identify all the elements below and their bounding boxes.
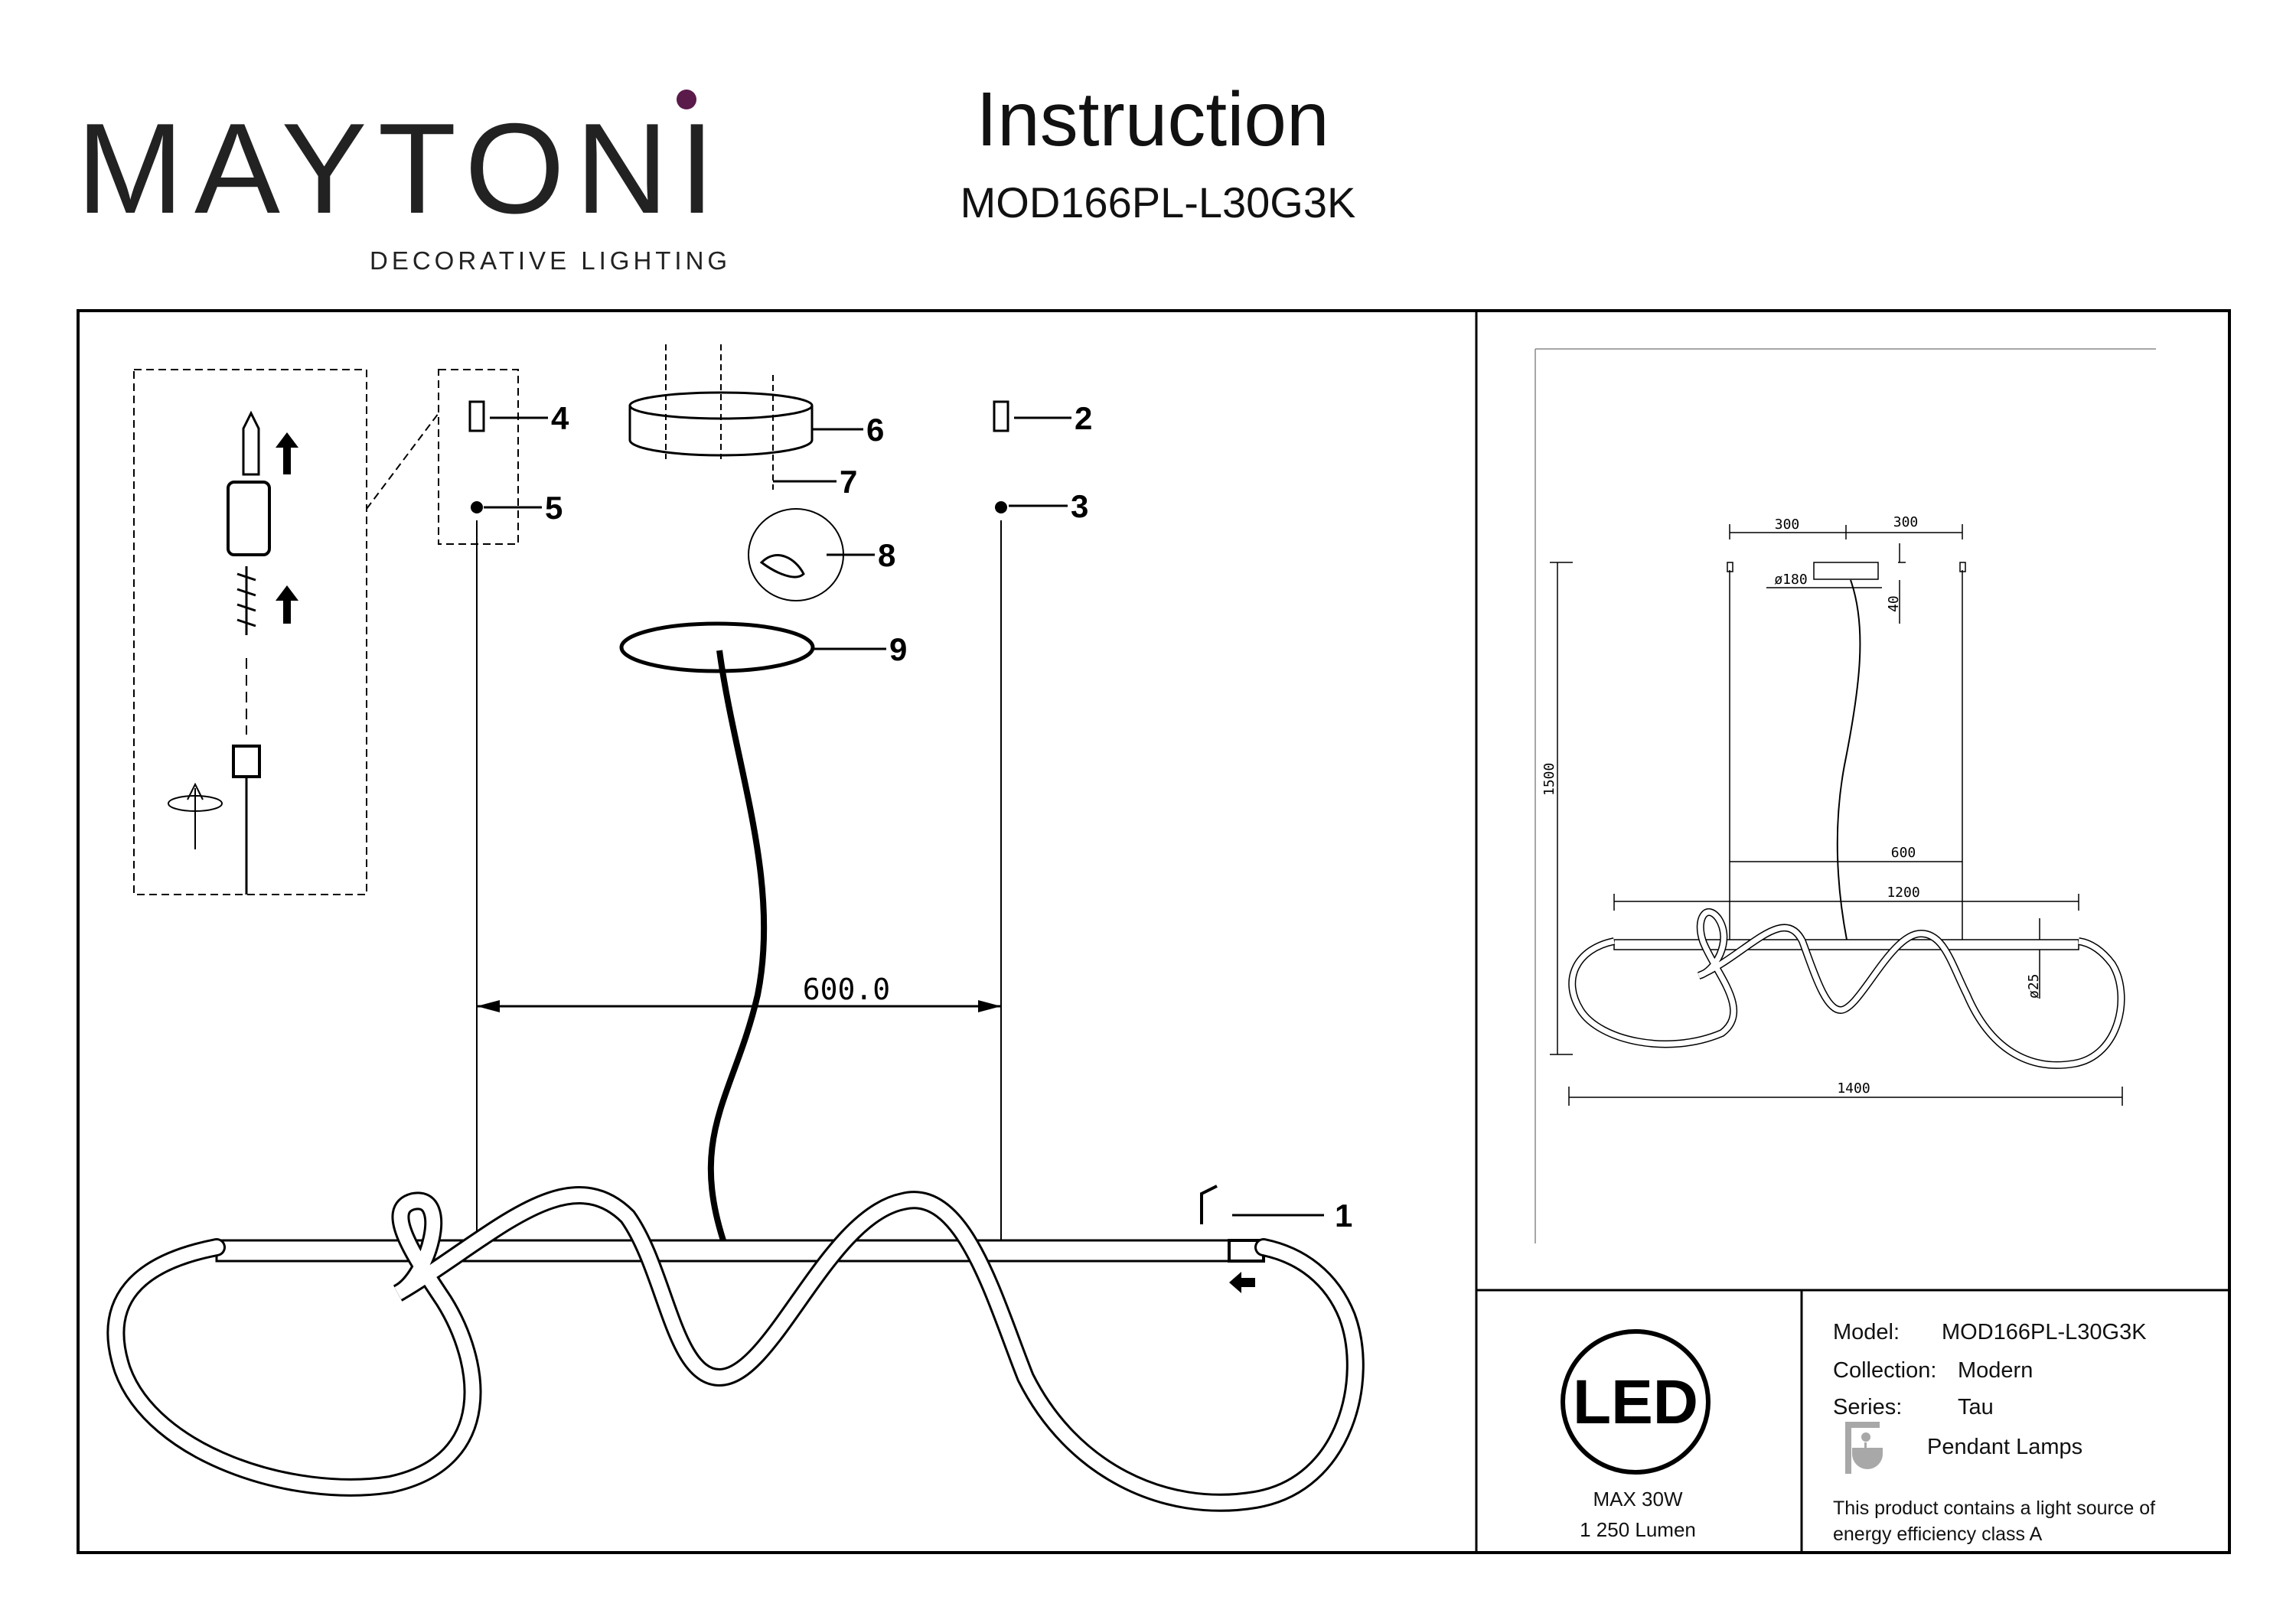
series-value: Tau — [1958, 1395, 1994, 1419]
rotate-arrow-icon — [187, 782, 204, 849]
category-label: Pendant Lamps — [1927, 1435, 2082, 1459]
dim-rod-spacing: 600 — [1891, 845, 1916, 861]
callout-1: 1 — [1335, 1198, 1352, 1234]
arrow-up-icon — [276, 432, 298, 624]
page-title: Instruction — [976, 77, 1329, 162]
cable-gripper — [232, 745, 261, 778]
callout-2: 2 — [1075, 400, 1092, 436]
screw-icon — [236, 566, 256, 635]
lumen-rating: 1 250 Lumen — [1580, 1518, 1696, 1541]
dim-300-left: 300 — [1775, 517, 1800, 533]
power-cable — [707, 650, 768, 1242]
series-label: Series: — [1833, 1395, 1902, 1419]
arrow-left-icon — [1229, 1272, 1255, 1293]
assembly-drawing: 600.0 1 2 3 4 5 6 7 8 9 — [106, 344, 1365, 1512]
logo-dot — [677, 90, 696, 109]
dim-total-width: 1400 — [1837, 1080, 1870, 1097]
dimension-drawing: 300 300 ø180 40 1500 600 1200 ø25 1400 — [1534, 348, 2156, 1243]
lamp-bar — [215, 1239, 1231, 1263]
detail-source-box — [438, 369, 519, 545]
decorative-ring — [619, 621, 815, 673]
cable-holder — [227, 481, 271, 556]
callout-5: 5 — [545, 490, 563, 526]
model-value: MOD166PL-L30G3K — [1942, 1320, 2147, 1344]
dim-total-height: 1500 — [1541, 763, 1557, 796]
detail-inset — [133, 369, 367, 895]
power-rating: MAX 30W — [1593, 1488, 1682, 1511]
callout-3: 3 — [1071, 488, 1088, 524]
dim-tube-diameter: ø25 — [2026, 973, 2042, 999]
dim-bar-length: 1200 — [1887, 885, 1919, 901]
dim-canopy-diameter: ø180 — [1774, 572, 1807, 588]
callout-4: 4 — [551, 400, 569, 436]
pendant-lamp-icon — [1845, 1422, 1883, 1474]
callout-7: 7 — [840, 464, 857, 500]
maytoni-logo: MAYTONI DECORATIVE LIGHTING — [77, 90, 731, 275]
callout-6: 6 — [866, 412, 884, 448]
collection-label: Collection: — [1833, 1358, 1936, 1383]
energy-text-line2: energy efficiency class A — [1833, 1524, 2043, 1545]
callout-8: 8 — [878, 537, 895, 573]
dim-300-right: 300 — [1893, 514, 1919, 530]
hex-key-icon — [1200, 1185, 1218, 1224]
anchor-icon — [242, 410, 260, 476]
energy-text-line1: This product contains a light source of — [1833, 1498, 2155, 1519]
collection-value: Modern — [1958, 1358, 2033, 1383]
led-label: LED — [1573, 1367, 1698, 1437]
logo-text: MAYTONI — [77, 96, 726, 240]
led-badge: LED — [1561, 1329, 1711, 1475]
callout-9: 9 — [889, 631, 907, 667]
model-label: Model: — [1833, 1320, 1900, 1344]
page-model: MOD166PL-L30G3K — [960, 178, 1356, 227]
dim-canopy-height: 40 — [1886, 595, 1902, 612]
main-frame — [77, 309, 2231, 1554]
rod-spacing-label: 600.0 — [803, 973, 890, 1006]
logo-tagline: DECORATIVE LIGHTING — [370, 246, 731, 275]
